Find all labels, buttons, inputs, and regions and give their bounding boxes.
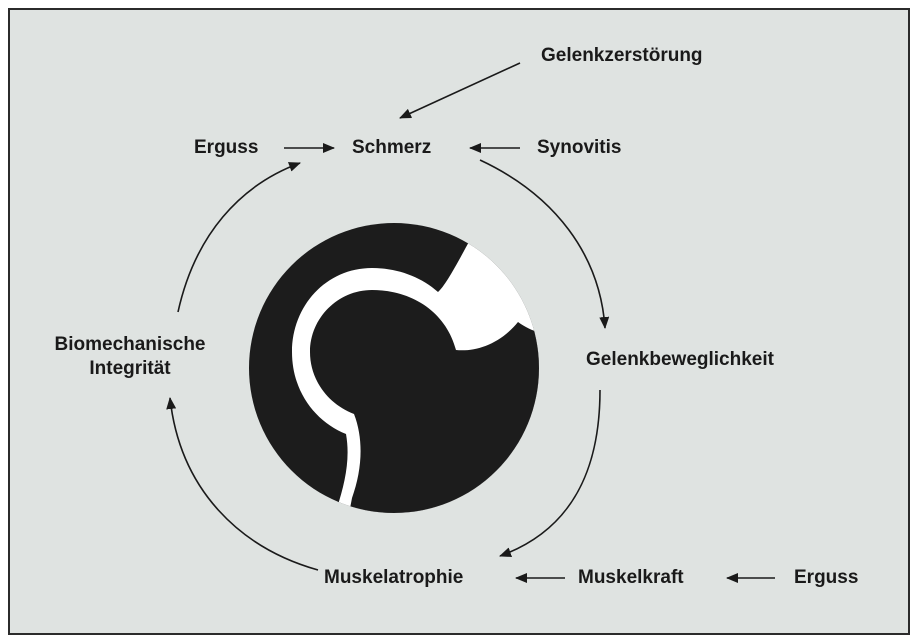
label-synovitis: Synovitis: [537, 136, 621, 160]
label-erguss-bottom: Erguss: [794, 566, 858, 590]
label-biomechanische-line1: Biomechanische: [26, 333, 234, 357]
arrow-gelenkzerstoerung-to-schmerz: [400, 63, 520, 118]
label-muskelkraft: Muskelkraft: [578, 566, 684, 590]
label-biomechanische-line2: Integrität: [26, 357, 234, 381]
label-erguss-top: Erguss: [194, 136, 258, 160]
hip-joint-illustration: [249, 223, 560, 540]
label-schmerz: Schmerz: [352, 136, 431, 160]
label-biomechanische-integritaet: Biomechanische Integrität: [26, 333, 234, 381]
label-gelenkbeweglichkeit: Gelenkbeweglichkeit: [586, 348, 774, 372]
label-muskelatrophie: Muskelatrophie: [324, 566, 463, 590]
label-gelenkzerstoerung: Gelenkzerstörung: [541, 44, 703, 68]
